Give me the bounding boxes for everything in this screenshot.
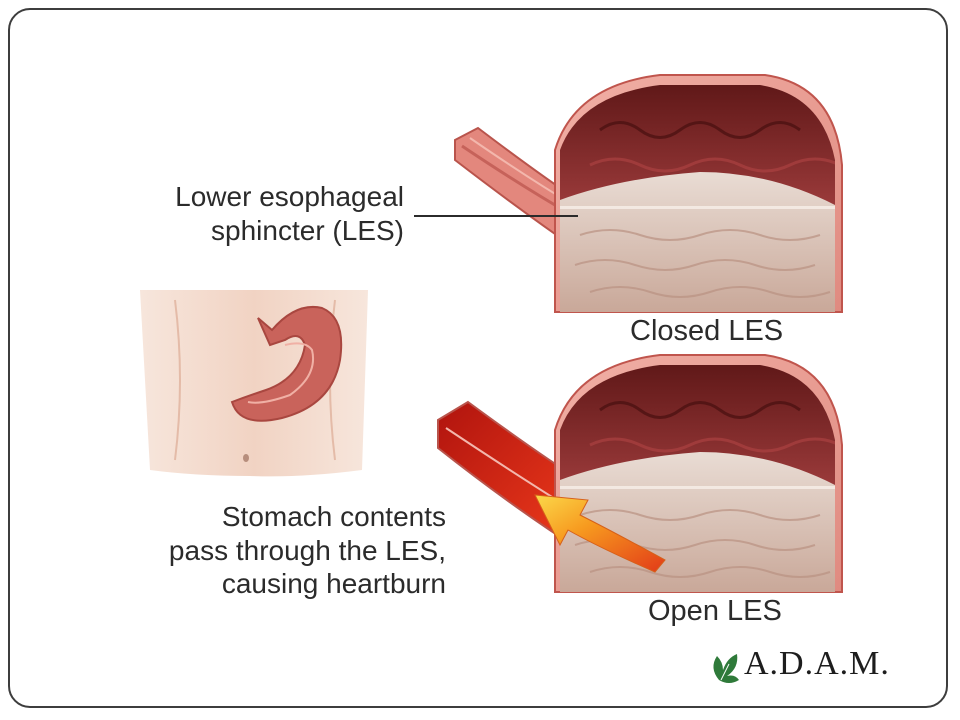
adam-logo: A.D.A.M. — [706, 645, 890, 682]
contents-label-line-2: pass through the LES, — [168, 534, 446, 566]
contents-label-line-3: causing heartburn — [221, 568, 446, 600]
les-label: Lower esophageal sphincter (LES) — [150, 180, 404, 247]
torso-illustration — [140, 290, 368, 477]
les-label-line-2: sphincter (LES) — [211, 214, 404, 246]
leaf-icon — [713, 654, 739, 683]
open-les-label: Open LES — [648, 595, 782, 627]
closed-les-label: Closed LES — [630, 315, 784, 347]
logo-text: A.D.A.M. — [744, 645, 890, 682]
contents-label-line-1: Stomach contents — [221, 501, 446, 532]
stomach-contents-label: Stomach contents pass through the LES, c… — [150, 500, 446, 601]
reflux-arrow — [534, 494, 666, 573]
navel — [243, 454, 249, 462]
open-les-stomach — [437, 354, 843, 593]
les-label-line-1: Lower esophageal — [175, 181, 404, 212]
closed-les-stomach — [414, 74, 843, 313]
